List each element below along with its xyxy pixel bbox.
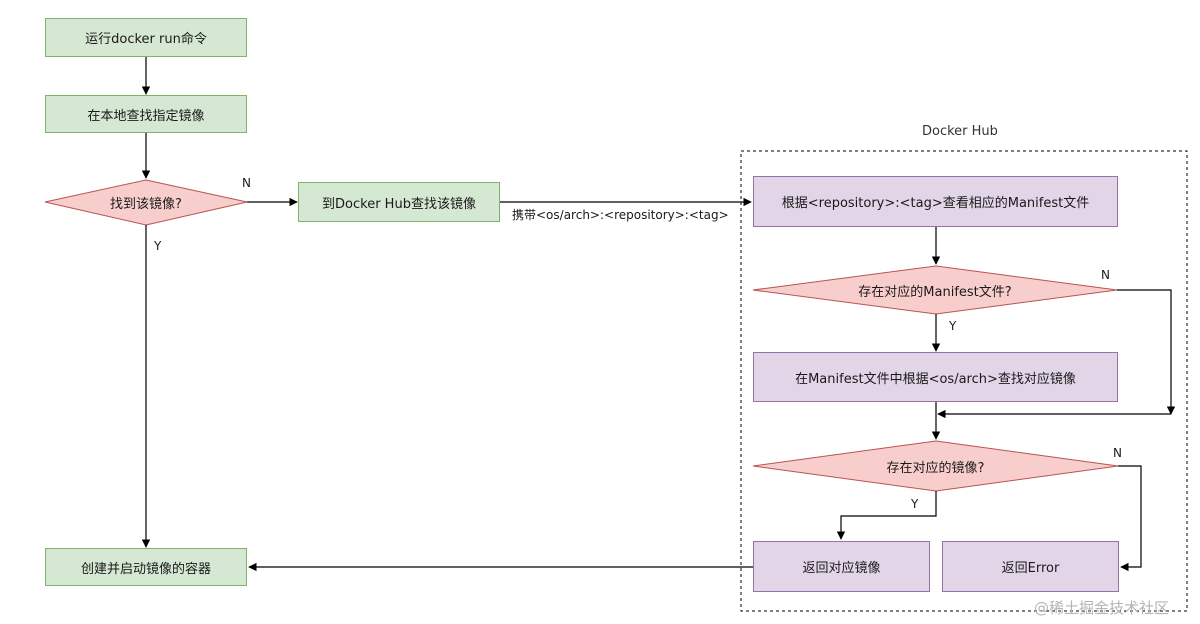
edge-label-carry: 携带<os/arch>:<repository>:<tag> (512, 208, 729, 222)
edge-image-yes-to-return (836, 491, 937, 540)
return-error-node: 返回Error (942, 541, 1119, 592)
manifest-lookup-node: 根据<repository>:<tag>查看相应的Manifest文件 (753, 176, 1118, 227)
create-container-node: 创建并启动镜像的容器 (45, 548, 247, 586)
manifest-exists-label: 存在对应的Manifest文件? (858, 284, 1012, 300)
edge-label-y1: Y (154, 239, 162, 253)
edge-label-n1: N (242, 176, 251, 190)
edge-exists-no-loop (1117, 289, 1176, 415)
docker-hub-boundary (740, 150, 1188, 612)
edge-label-y3: Y (911, 497, 919, 511)
found-image-label: 找到该镜像? (110, 197, 182, 212)
edge-label-n3: N (1113, 446, 1122, 460)
local-search-node: 在本地查找指定镜像 (45, 95, 247, 133)
edge-label-n2: N (1101, 268, 1110, 282)
hub-search-node: 到Docker Hub查找该镜像 (298, 182, 500, 222)
watermark: @稀土掘金技术社区 (1034, 599, 1170, 617)
edge-label-y2: Y (949, 319, 957, 333)
arch-lookup-node: 在Manifest文件中根据<os/arch>查找对应镜像 (753, 352, 1118, 402)
image-exists-label: 存在对应的镜像? (886, 460, 985, 476)
edge-image-no-to-error (1118, 465, 1142, 572)
docker-hub-title: Docker Hub (922, 124, 998, 139)
return-image-node: 返回对应镜像 (753, 541, 930, 592)
run-command-node: 运行docker run命令 (45, 18, 247, 57)
